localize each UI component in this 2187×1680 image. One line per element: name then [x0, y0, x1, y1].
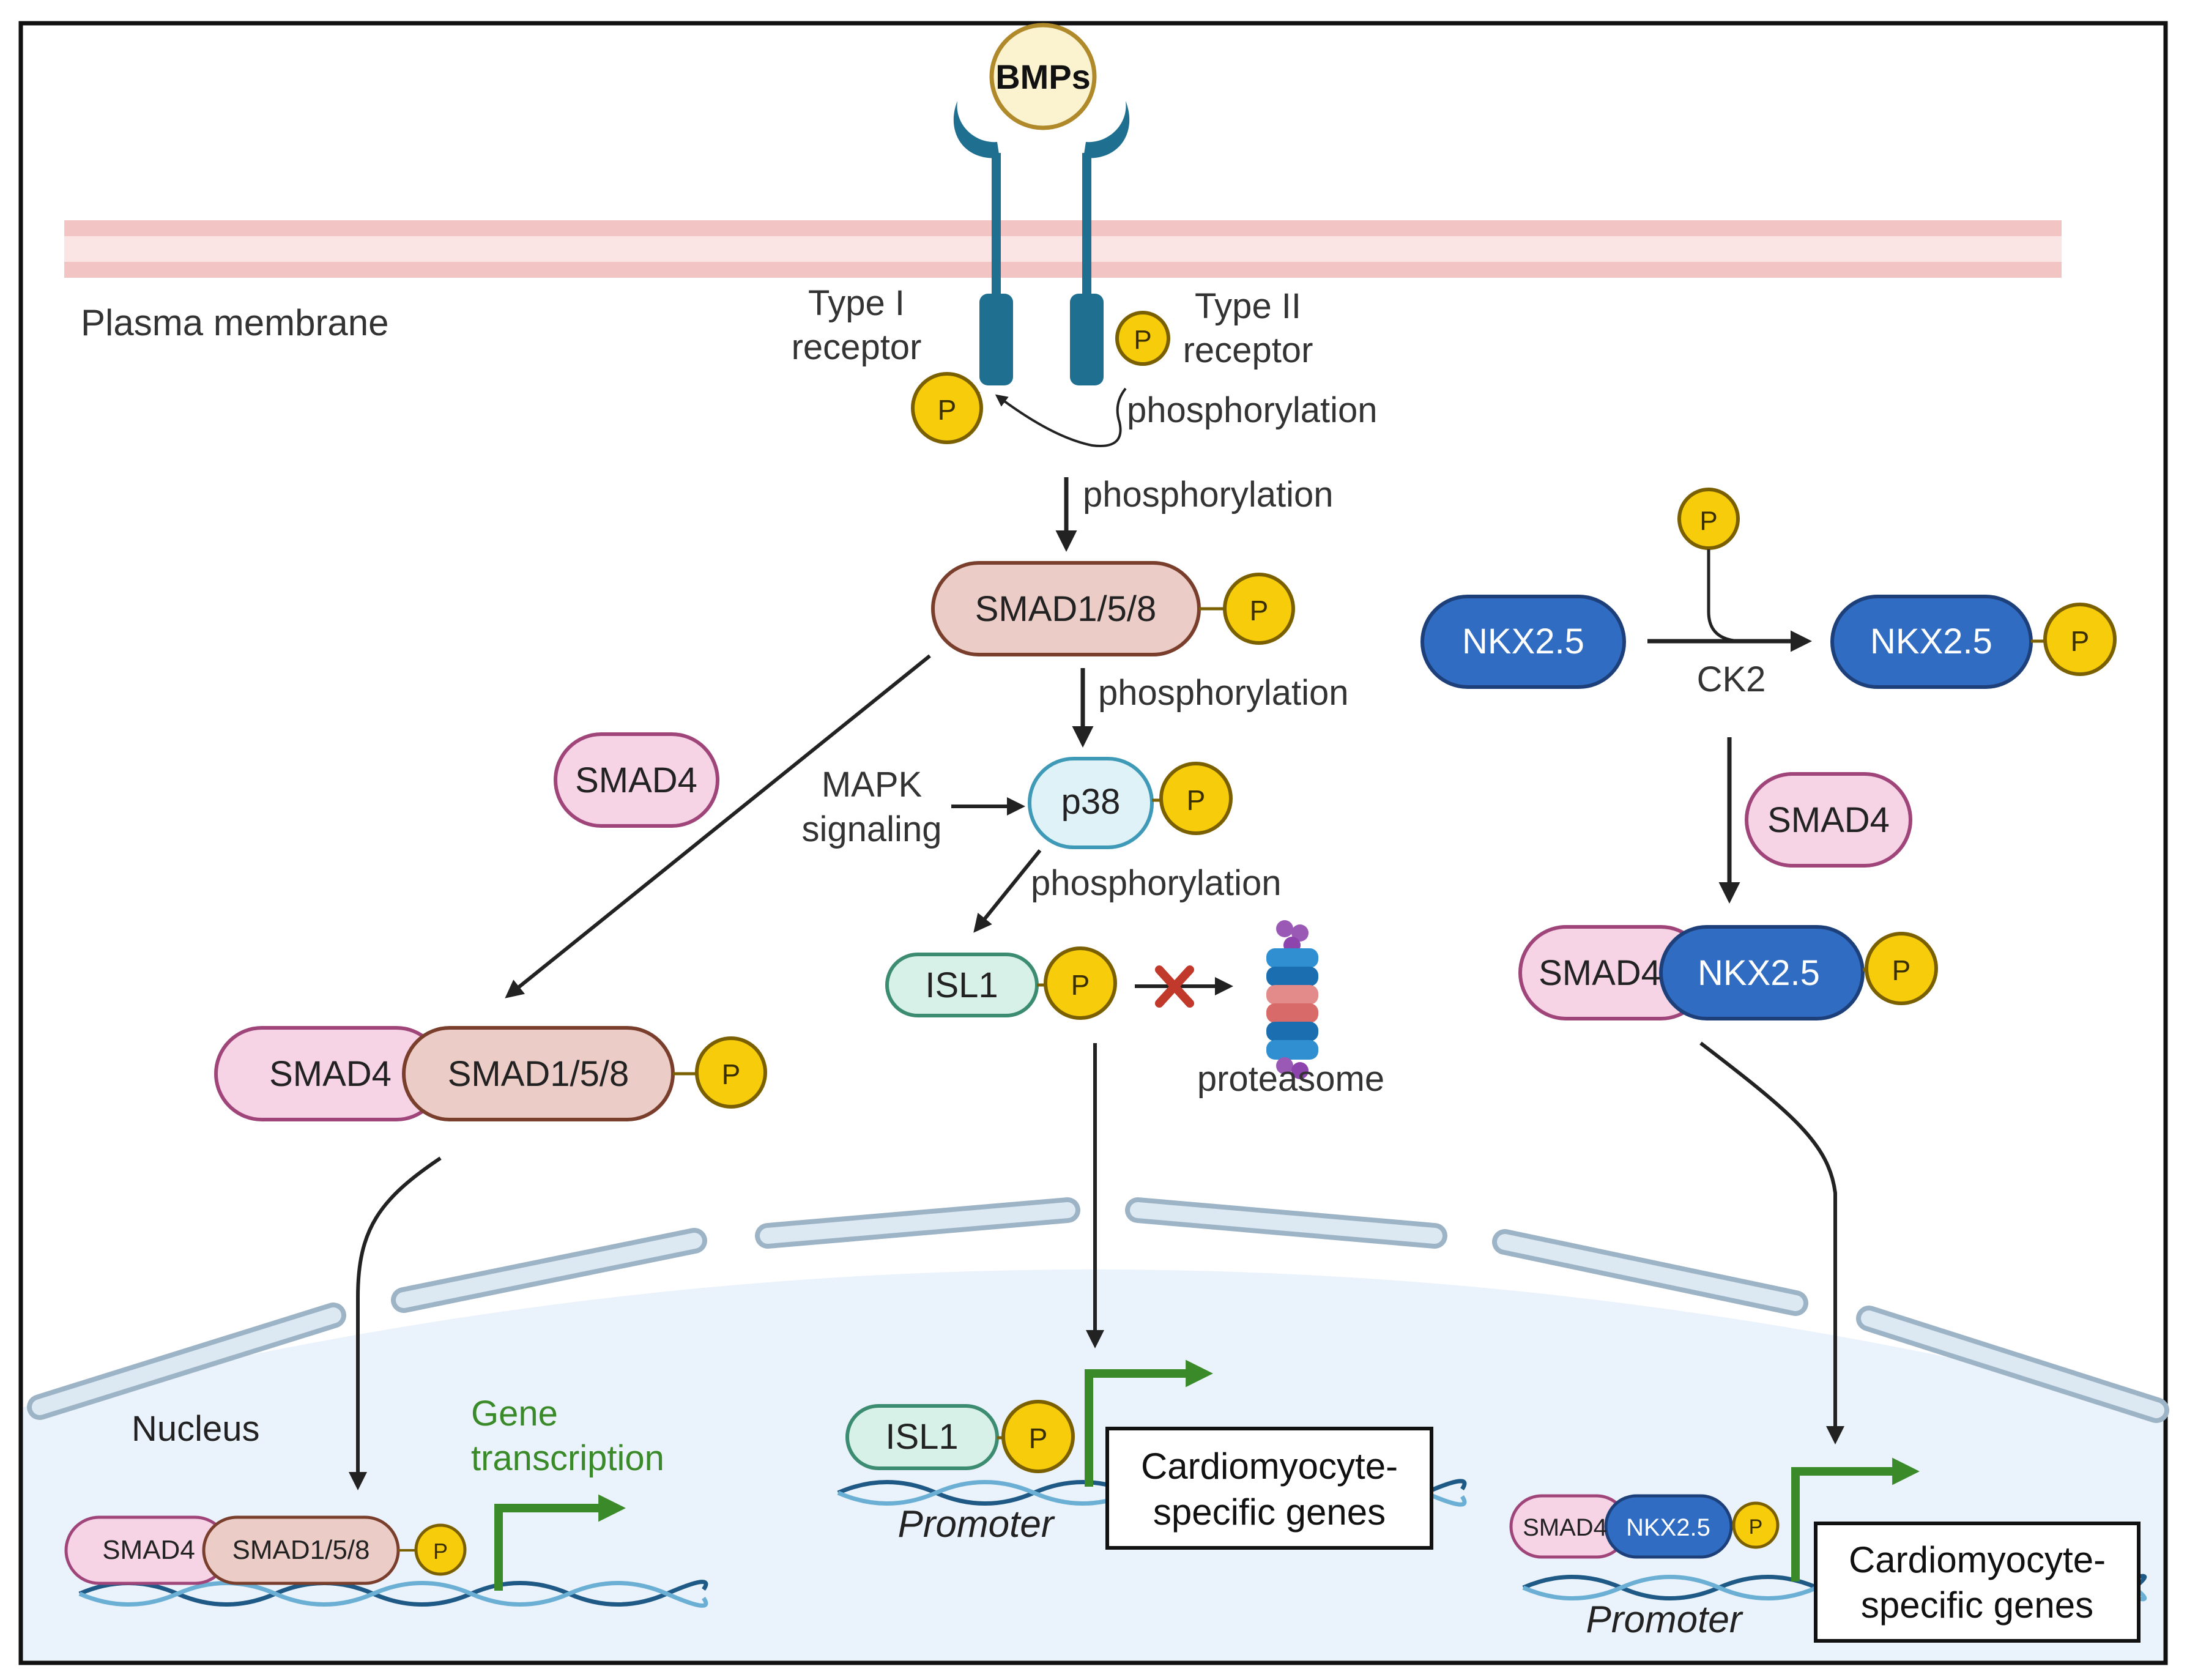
svg-text:ISL1: ISL1 — [925, 965, 998, 1005]
proteasome-label: proteasome — [1197, 1059, 1384, 1099]
smad4-free-right: SMAD4 — [1745, 772, 1912, 868]
ck2-label: CK2 — [1697, 660, 1766, 699]
promoter-label-right: Promoter — [1586, 1599, 1743, 1641]
nuclear-envelope — [27, 1197, 2169, 1423]
p38-phospho: p38 P — [1028, 757, 1233, 849]
plasma-membrane-label: Plasma membrane — [81, 302, 389, 343]
svg-text:P: P — [2071, 625, 2090, 657]
svg-text:SMAD1/5/8: SMAD1/5/8 — [448, 1054, 629, 1094]
phosphorylation-label-smad: phosphorylation — [1083, 475, 1334, 515]
phosphorylation-label-receptor: phosphorylation — [1127, 390, 1378, 430]
type-i-label-2: receptor — [792, 327, 922, 367]
cardiomyocyte-genes-box-middle: Cardiomyocyte- specific genes — [1105, 1427, 1433, 1550]
smad4-free: SMAD4 — [554, 732, 719, 828]
smad4-smad158-complex: SMAD4 SMAD1/5/8 P — [214, 1026, 767, 1121]
isl1-phospho: ISL1 P — [885, 946, 1117, 1020]
phosphorylation-label-p38: phosphorylation — [1098, 673, 1349, 713]
transcription-arrow-left — [494, 1494, 626, 1591]
transcription-arrow-right — [1791, 1457, 1920, 1582]
plasma-membrane — [64, 220, 2062, 278]
type-ii-label-1: Type II — [1195, 286, 1301, 326]
svg-text:NKX2.5: NKX2.5 — [1870, 622, 1992, 661]
svg-text:specific genes: specific genes — [1153, 1492, 1386, 1533]
type-i-label-1: Type I — [808, 283, 905, 323]
svg-text:SMAD4: SMAD4 — [1523, 1514, 1607, 1541]
dna-left — [78, 1580, 708, 1608]
arrow-p38-to-isl1 — [973, 849, 1042, 933]
svg-text:SMAD4: SMAD4 — [1767, 800, 1890, 840]
arrow-smad158-to-complex — [505, 654, 931, 998]
nuclear-isl1: ISL1 P — [845, 1400, 1075, 1473]
svg-text:SMAD4: SMAD4 — [1539, 953, 1661, 993]
gene-transcription-label-1: Gene — [471, 1394, 558, 1433]
transcription-arrow-middle — [1085, 1359, 1213, 1487]
proteasome-icon — [1266, 920, 1318, 1079]
svg-text:SMAD1/5/8: SMAD1/5/8 — [975, 589, 1157, 629]
nuclear-smad4-nkx25-complex: SMAD4 NKX2.5 P — [1509, 1494, 1780, 1559]
smad158-phospho: SMAD1/5/8 P — [931, 561, 1295, 656]
svg-text:SMAD4: SMAD4 — [575, 760, 697, 800]
type-ii-receptor — [1070, 101, 1130, 385]
nuclear-smad-complex: SMAD4 SMAD1/5/8 P — [64, 1515, 467, 1585]
type-i-phospho: P — [911, 372, 983, 444]
svg-text:SMAD4: SMAD4 — [269, 1054, 392, 1094]
bmps-ligand: BMPs — [989, 23, 1097, 130]
smad4-nkx25-complex: SMAD4 NKX2.5 P — [1518, 925, 1938, 1020]
svg-text:Cardiomyocyte-: Cardiomyocyte- — [1849, 1539, 2106, 1580]
type-ii-label-2: receptor — [1183, 330, 1313, 370]
svg-text:NKX2.5: NKX2.5 — [1698, 953, 1820, 993]
svg-text:specific genes: specific genes — [1861, 1585, 2093, 1626]
nkx25-phospho: NKX2.5 P — [1830, 595, 2117, 689]
mapk-label-1: MAPK — [822, 765, 923, 805]
svg-text:SMAD4: SMAD4 — [102, 1535, 195, 1565]
type-i-receptor — [953, 101, 1013, 385]
svg-text:NKX2.5: NKX2.5 — [1462, 622, 1584, 661]
svg-text:P: P — [433, 1539, 448, 1564]
gene-transcription-label-2: transcription — [471, 1438, 664, 1478]
svg-text:NKX2.5: NKX2.5 — [1626, 1514, 1710, 1541]
svg-text:P: P — [1029, 1422, 1048, 1454]
svg-text:P: P — [722, 1058, 741, 1090]
arrow-complex-to-nucleus-left — [349, 1156, 442, 1490]
svg-text:Cardiomyocyte-: Cardiomyocyte- — [1141, 1446, 1398, 1487]
svg-text:P: P — [1892, 954, 1911, 986]
nkx25-unphosphorylated: NKX2.5 — [1420, 595, 1626, 689]
ck2-free-phospho: P — [1677, 488, 1740, 550]
phosphorylation-label-isl1: phosphorylation — [1031, 863, 1282, 903]
svg-text:P: P — [938, 394, 957, 426]
arrow-nkx25-complex-to-nucleus — [1699, 1041, 1844, 1444]
svg-text:ISL1: ISL1 — [885, 1417, 958, 1457]
svg-text:P: P — [1749, 1515, 1763, 1539]
svg-text:P: P — [1699, 506, 1717, 536]
type-ii-phospho: P — [1115, 311, 1170, 366]
mapk-label-2: signaling — [802, 809, 942, 849]
cardiomyocyte-genes-box-right: Cardiomyocyte- specific genes — [1814, 1522, 2141, 1643]
inhibition-x-icon — [1155, 965, 1194, 1008]
svg-text:P: P — [1187, 784, 1206, 816]
svg-text:P: P — [1250, 595, 1269, 626]
svg-text:P: P — [1134, 325, 1151, 355]
receptor-transphosphorylation-arrow — [995, 387, 1127, 447]
promoter-label-middle: Promoter — [898, 1503, 1055, 1545]
svg-text:P: P — [1071, 969, 1090, 1001]
arrow-p-incorporation — [1707, 549, 1741, 643]
svg-text:SMAD1/5/8: SMAD1/5/8 — [232, 1535, 370, 1565]
nucleus-label: Nucleus — [132, 1409, 260, 1449]
svg-text:p38: p38 — [1061, 782, 1121, 822]
svg-text:BMPs: BMPs — [995, 58, 1091, 96]
